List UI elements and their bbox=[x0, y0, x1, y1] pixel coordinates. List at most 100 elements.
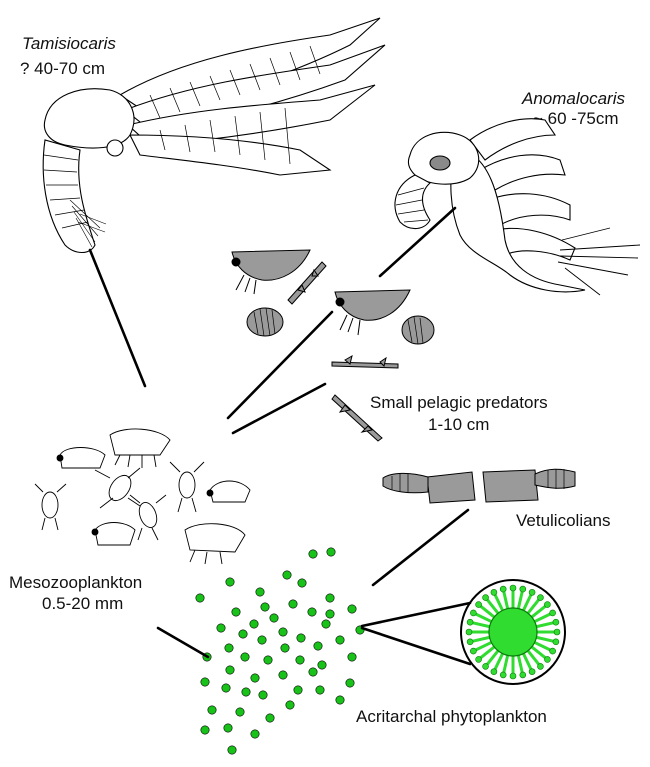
acritarch-spine-tip bbox=[528, 589, 536, 596]
link-zoom-bottom bbox=[360, 626, 472, 666]
mesozooplankton-name: Mesozooplankton bbox=[9, 573, 143, 592]
phytoplankton-dot bbox=[280, 643, 290, 653]
shrimp-1 bbox=[109, 428, 171, 468]
arrow-worm-3 bbox=[331, 394, 383, 442]
acritarch-spine bbox=[484, 596, 501, 616]
acritarch-spine bbox=[477, 644, 497, 661]
phytoplankton-dot bbox=[263, 655, 273, 665]
acritarch-spine bbox=[534, 635, 557, 644]
phytoplankton-dot bbox=[200, 725, 210, 735]
phytoplankton-dot bbox=[296, 633, 306, 643]
phytoplankton-dot bbox=[347, 652, 357, 662]
acritarch-spine bbox=[525, 596, 542, 616]
anomalocaris-flaps bbox=[469, 118, 576, 261]
mesozooplankton-illustration bbox=[34, 428, 251, 565]
phytoplankton-dot bbox=[231, 607, 241, 617]
vetulicolian-2 bbox=[482, 468, 576, 503]
phytoplankton-dot bbox=[240, 652, 250, 662]
acritarch-spine bbox=[521, 591, 534, 613]
acritarch-spine bbox=[516, 653, 525, 676]
acritarch-spine-tip bbox=[553, 628, 561, 636]
acritarch-spine-tip bbox=[509, 584, 517, 592]
acritarch-spine bbox=[532, 640, 554, 653]
phytoplankton-dot bbox=[335, 635, 345, 645]
phytoplankton-dot bbox=[250, 673, 260, 683]
striped-shell-1 bbox=[246, 307, 284, 337]
acritarch-spine-tip bbox=[475, 601, 482, 608]
tamisiocaris-eye bbox=[106, 139, 124, 157]
acritarch-spine-tip bbox=[470, 647, 477, 655]
link-predators-to-mesozooplankton-2 bbox=[231, 382, 327, 435]
phytoplankton-dot bbox=[297, 578, 307, 588]
small-pelagic-predators-name: Small pelagic predators bbox=[370, 393, 548, 412]
acritarch-spine-tip bbox=[466, 638, 474, 646]
acritarch-spine bbox=[521, 651, 534, 673]
phytoplankton-dot bbox=[278, 670, 288, 680]
phytoplankton-dot bbox=[250, 729, 260, 739]
acritarch-spine-tip bbox=[528, 668, 536, 675]
copepod-2 bbox=[169, 461, 205, 513]
acritarch-spine-tip bbox=[544, 601, 551, 608]
anomalocaris-eye bbox=[429, 155, 451, 171]
copepod-3 bbox=[34, 483, 67, 531]
acritarch-spine-tip bbox=[552, 618, 560, 626]
phytoplankton-dot bbox=[195, 593, 205, 603]
acritarch-spine-tip bbox=[470, 609, 477, 617]
acritarch-spine bbox=[516, 588, 525, 611]
acritarch-spine-tip bbox=[466, 618, 474, 626]
phytoplankton-dot bbox=[282, 570, 292, 580]
acritarch-spine bbox=[529, 603, 549, 620]
anomalocaris-tail-fan bbox=[557, 227, 641, 296]
acritarch-spine bbox=[484, 648, 501, 668]
tamisiocaris-spines bbox=[69, 199, 107, 248]
link-vetulicolians-to-phytoplankton bbox=[371, 508, 470, 587]
anomalocaris-name: Anomalocaris bbox=[522, 89, 625, 108]
phytoplankton-dot bbox=[285, 700, 295, 710]
acritarch-spine-tip bbox=[490, 589, 498, 596]
larva-1 bbox=[56, 447, 106, 469]
phytoplankton-dot bbox=[325, 593, 335, 603]
phytoplankton-dot bbox=[238, 629, 248, 639]
acritarch-spine bbox=[501, 588, 510, 611]
acritarch-spine bbox=[525, 648, 542, 668]
phytoplankton-dot bbox=[315, 685, 325, 695]
phytoplankton-dot bbox=[335, 695, 345, 705]
acritarch-spine-tip bbox=[490, 668, 498, 675]
phytoplankton-dot bbox=[265, 713, 275, 723]
phytoplankton-dot bbox=[216, 623, 226, 633]
anomalocaris-size: ~ 60 -75cm bbox=[533, 109, 619, 128]
acritarch-spine-tip bbox=[544, 656, 551, 663]
phytoplankton-dot bbox=[278, 627, 288, 637]
acritarch-spine bbox=[469, 620, 492, 629]
copepod-4 bbox=[129, 494, 167, 541]
acritarch-spine-tip bbox=[465, 628, 473, 636]
acritarch-spine-tip bbox=[537, 594, 544, 601]
tamisiocaris-head bbox=[43, 88, 135, 149]
phytoplankton-dot bbox=[249, 619, 259, 629]
acritarch-magnified bbox=[460, 579, 566, 685]
acritarch-spine-tip bbox=[519, 671, 527, 679]
tamisiocaris-name: Tamisiocaris bbox=[22, 34, 116, 53]
tamisiocaris-flaps bbox=[118, 17, 386, 176]
acritarch-spine-tip bbox=[482, 663, 489, 670]
phytoplankton-dot bbox=[235, 707, 245, 717]
phytoplankton-dot bbox=[224, 643, 234, 653]
phytoplankton-dot bbox=[269, 613, 279, 623]
shrimp-2 bbox=[184, 523, 246, 565]
small-pelagic-predators-size: 1-10 cm bbox=[428, 415, 490, 434]
link-anomalocaris-to-predators bbox=[378, 206, 457, 278]
trophic-links bbox=[88, 206, 472, 666]
phytoplankton-dot bbox=[225, 577, 235, 587]
phytoplankton-dot bbox=[326, 547, 336, 557]
phytoplankton-dot bbox=[307, 607, 317, 617]
phytoplankton-dots bbox=[195, 547, 365, 755]
acritarch-spine-tip bbox=[519, 585, 527, 593]
acritarch-spine bbox=[472, 640, 494, 653]
bivalved-arthropod-1 bbox=[231, 249, 311, 295]
phytoplankton-dot bbox=[255, 587, 265, 597]
phytoplankton-dot bbox=[257, 635, 267, 645]
phytoplankton-dot bbox=[325, 609, 335, 619]
acritarch-spine-tip bbox=[499, 585, 507, 593]
phytoplankton-dot bbox=[227, 745, 237, 755]
acritarch-spine-tip bbox=[549, 647, 556, 655]
